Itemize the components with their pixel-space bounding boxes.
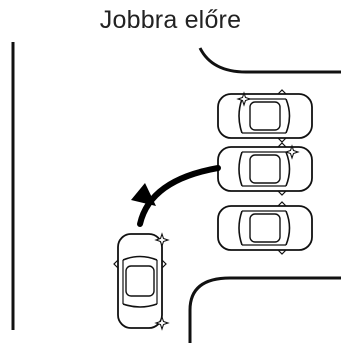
parked-car [217, 89, 313, 143]
moving-car [113, 233, 167, 329]
lower-curb [188, 276, 341, 343]
arrow-head-icon [131, 183, 156, 206]
upper-curb [198, 47, 341, 74]
turn-arrow [137, 165, 221, 227]
diagram-title: Jobbra előre [99, 6, 242, 34]
parked-car [217, 201, 313, 255]
parked-car [217, 142, 313, 196]
